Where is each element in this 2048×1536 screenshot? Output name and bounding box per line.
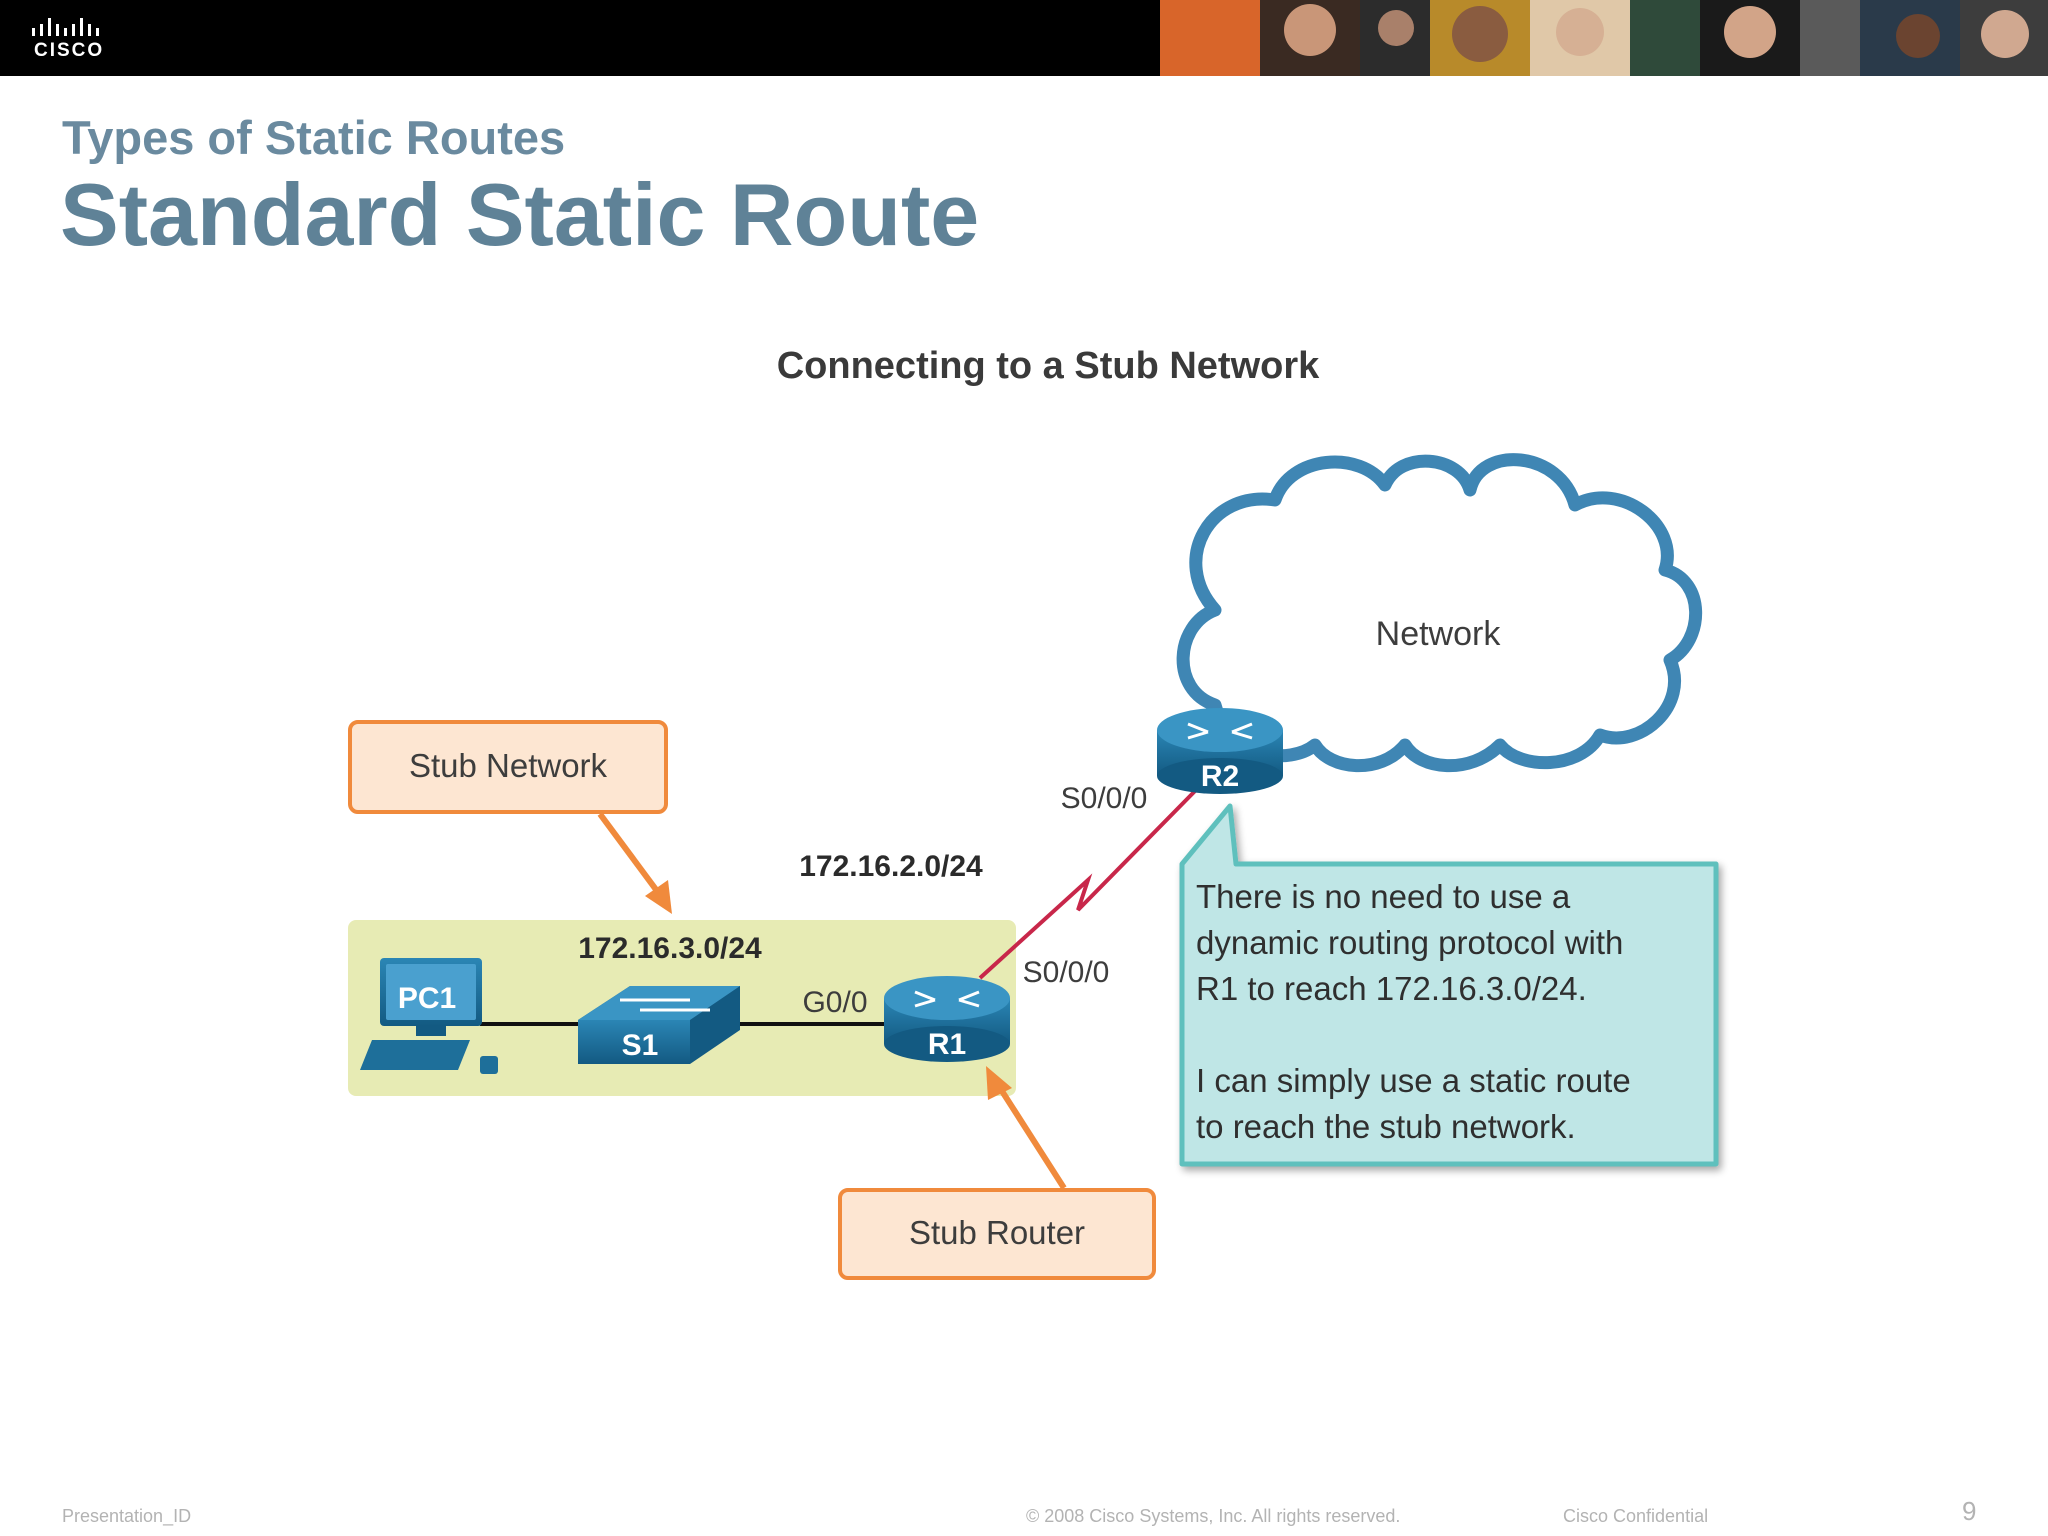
cisco-logo-icon <box>32 18 99 36</box>
stub-network-callout-label: Stub Network <box>409 747 608 784</box>
speech-line-2: dynamic routing protocol with <box>1196 924 1623 961</box>
footer-presentation-id: Presentation_ID <box>62 1506 192 1526</box>
people-photo-strip <box>1160 0 2048 76</box>
speech-line-4: I can simply use a static route <box>1196 1062 1631 1099</box>
r2-speech-callout <box>1179 803 1719 1167</box>
footer-copyright: © 2008 Cisco Systems, Inc. All rights re… <box>1026 1506 1401 1526</box>
r1-serial-interface-label: S0/0/0 <box>1023 956 1110 989</box>
lan-network-label: 172.16.3.0/24 <box>578 932 762 965</box>
slide-subtitle: Types of Static Routes <box>62 111 566 164</box>
s1-switch-icon: S1 <box>578 986 740 1064</box>
speech-line-1: There is no need to use a <box>1196 878 1571 915</box>
serial-link <box>978 788 1198 980</box>
r2-serial-interface-label: S0/0/0 <box>1061 782 1148 815</box>
r2-label: R2 <box>1201 760 1239 793</box>
stub-router-callout-label: Stub Router <box>909 1214 1085 1251</box>
stub-router-arrow <box>986 1066 1067 1190</box>
slide-title: Standard Static Route <box>60 165 980 264</box>
speech-line-3: R1 to reach 172.16.3.0/24. <box>1196 970 1587 1007</box>
stub-network-callout: Stub Network <box>348 720 668 814</box>
r1-router-icon: R1 <box>884 976 1010 1062</box>
stub-router-callout: Stub Router <box>838 1188 1156 1280</box>
cloud-label: Network <box>1376 615 1502 653</box>
r1-label: R1 <box>928 1028 966 1061</box>
wan-network-label: 172.16.2.0/24 <box>799 850 983 883</box>
top-bar: CISCO <box>0 0 2048 76</box>
speech-line-5: to reach the stub network. <box>1196 1108 1576 1145</box>
page-number: 9 <box>1962 1496 1977 1526</box>
footer-confidential: Cisco Confidential <box>1563 1506 1709 1526</box>
logo-wordmark: CISCO <box>34 40 105 61</box>
network-cloud: Network <box>1176 453 1703 773</box>
pc1-label: PC1 <box>398 982 456 1015</box>
stub-network-arrow <box>597 812 672 914</box>
r2-router-icon: R2 <box>1157 708 1283 794</box>
pc1-computer-icon: PC1 <box>360 958 498 1074</box>
r1-gig-interface-label: G0/0 <box>802 986 867 1019</box>
s1-label: S1 <box>622 1029 659 1062</box>
diagram-heading: Connecting to a Stub Network <box>777 345 1320 387</box>
